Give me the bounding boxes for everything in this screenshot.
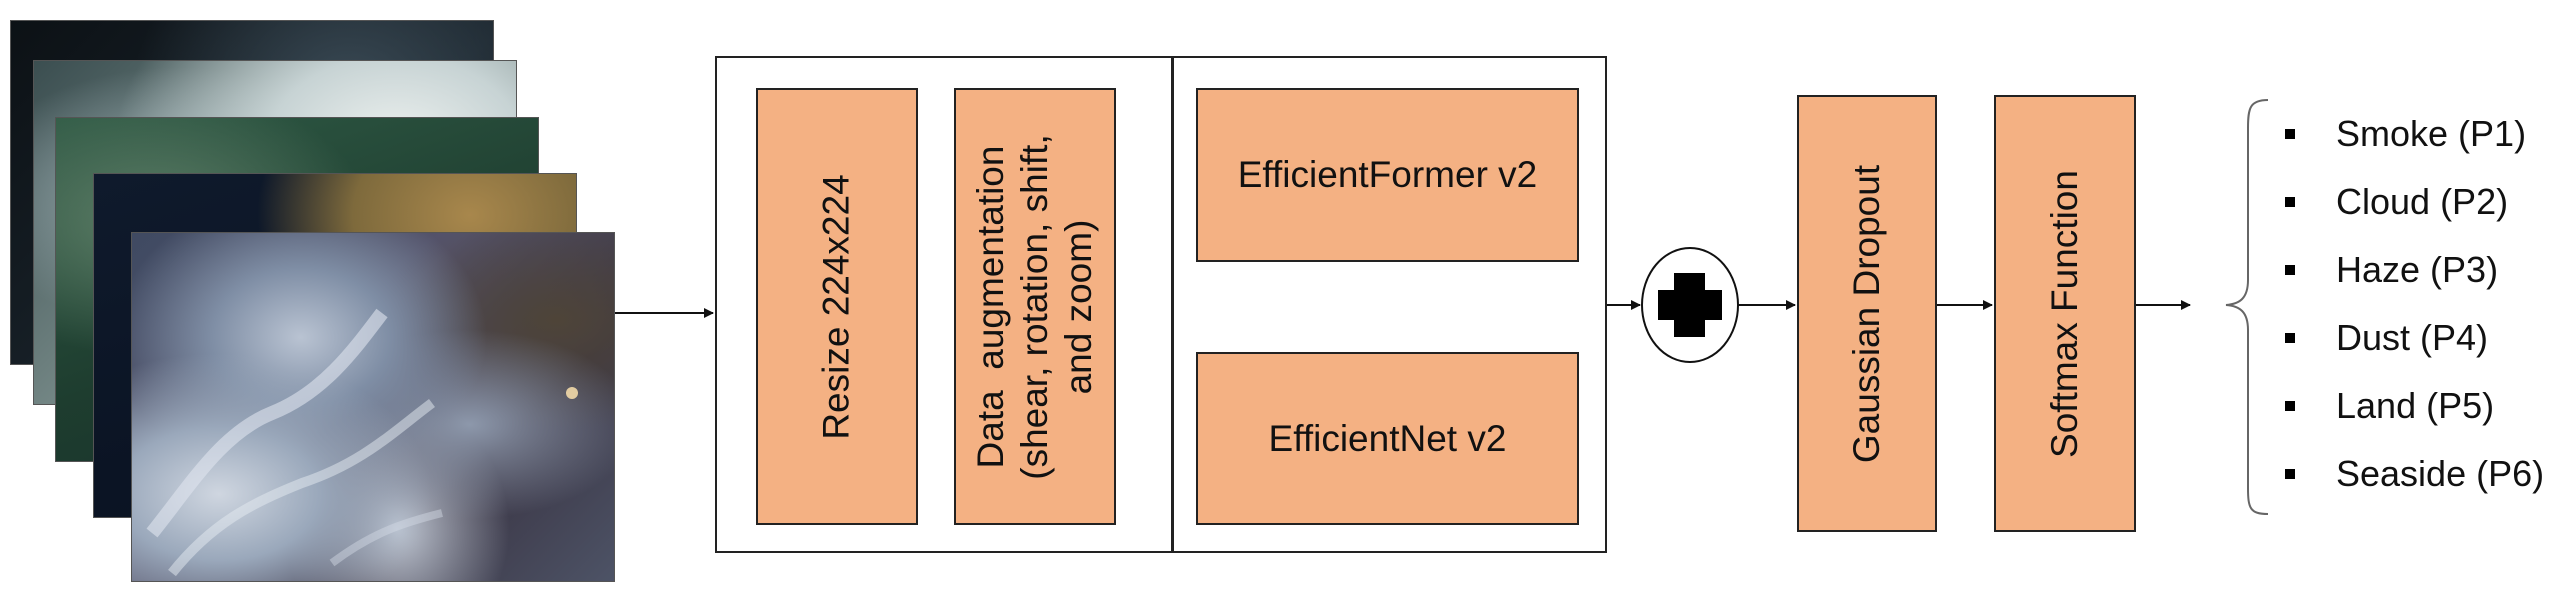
output-item-dust: Dust (P4) [2285, 304, 2555, 372]
augmentation-label-line-2: (shear, rotation, shift, [1014, 133, 1056, 480]
resize-label: Resize 224x224 [816, 173, 857, 440]
output-item-seaside: Seaside (P6) [2285, 440, 2555, 508]
output-class-list: Smoke (P1) Cloud (P2) Haze (P3) Dust (P4… [2285, 100, 2555, 508]
augmentation-label: Data augmentation (shear, rotation, shif… [969, 134, 1101, 480]
output-brace [2225, 99, 2269, 515]
output-label: Cloud (P2) [2336, 181, 2509, 222]
bullet-icon [2285, 197, 2295, 207]
output-label: Land (P5) [2336, 385, 2495, 426]
augmentation-label-line-3: and zoom) [1058, 219, 1100, 394]
efficientnet-box: EfficientNet v2 [1196, 352, 1579, 525]
resize-box: Resize 224x224 [756, 88, 918, 525]
output-item-smoke: Smoke (P1) [2285, 100, 2555, 168]
efficientformer-box: EfficientFormer v2 [1196, 88, 1579, 262]
efficientformer-label: EfficientFormer v2 [1237, 154, 1538, 195]
bullet-icon [2285, 469, 2295, 479]
output-label: Smoke (P1) [2336, 113, 2527, 154]
output-item-haze: Haze (P3) [2285, 236, 2555, 304]
output-item-cloud: Cloud (P2) [2285, 168, 2555, 236]
efficientnet-label: EfficientNet v2 [1268, 417, 1507, 459]
augmentation-box: Data augmentation (shear, rotation, shif… [954, 88, 1116, 525]
augmentation-label-line-1: Data augmentation [970, 145, 1012, 468]
satellite-image-5 [131, 232, 615, 582]
bullet-icon [2285, 333, 2295, 343]
output-label: Seaside (P6) [2336, 453, 2545, 494]
output-label: Haze (P3) [2336, 249, 2499, 290]
merge-node [1641, 247, 1739, 363]
bullet-icon [2285, 265, 2295, 275]
gaussian-dropout-label: Gaussian Dropout [1846, 164, 1888, 463]
bullet-icon [2285, 401, 2295, 411]
gaussian-dropout-box: Gaussian Dropout [1797, 95, 1937, 532]
softmax-box: Softmax Function [1994, 95, 2136, 532]
smoke-plume-icon [146, 308, 578, 577]
bullet-icon [2285, 129, 2295, 139]
output-item-land: Land (P5) [2285, 372, 2555, 440]
plus-icon [1658, 273, 1722, 337]
output-label: Dust (P4) [2336, 317, 2489, 358]
softmax-label: Softmax Function [2044, 169, 2085, 458]
